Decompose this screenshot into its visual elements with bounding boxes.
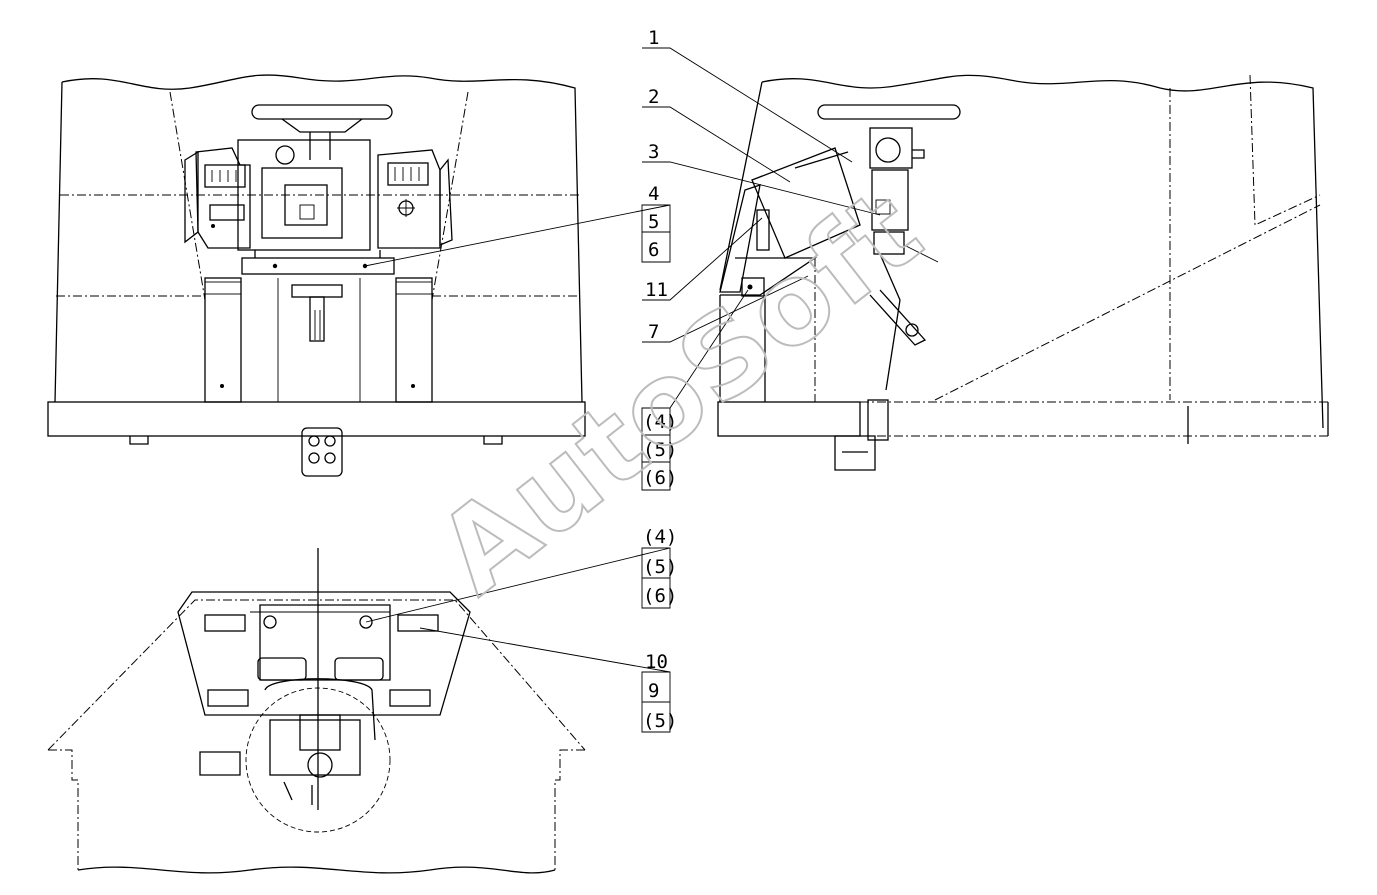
callout-ref-5-last: (5) — [643, 710, 677, 732]
side-view — [717, 74, 1329, 471]
callout-ref-6: (6) — [643, 467, 677, 489]
callout-ref-4: (4) — [643, 411, 677, 433]
callout-4: 4 — [648, 183, 659, 205]
watermark-text: AutoSoft — [415, 164, 946, 619]
callout-ref-6-bottom: (6) — [643, 585, 677, 607]
callout-3: 3 — [648, 141, 659, 163]
callout-ref-4-bottom: (4) — [643, 526, 677, 548]
callout-10: 10 — [645, 651, 668, 673]
front-view — [47, 74, 586, 477]
callout-6: 6 — [648, 239, 659, 261]
callout-ref-5: (5) — [643, 439, 677, 461]
callout-11: 11 — [645, 279, 668, 301]
callout-labels: 1 2 3 4 5 6 11 7 (4) (5) (6) (4) (5) (6)… — [643, 27, 677, 732]
callout-9: 9 — [648, 680, 659, 702]
callout-5: 5 — [648, 211, 659, 233]
leader-lines — [364, 47, 881, 733]
top-view — [47, 548, 586, 874]
callout-1: 1 — [648, 27, 659, 49]
callout-2: 2 — [648, 86, 659, 108]
callout-7: 7 — [648, 321, 659, 343]
callout-ref-5-bottom: (5) — [643, 556, 677, 578]
